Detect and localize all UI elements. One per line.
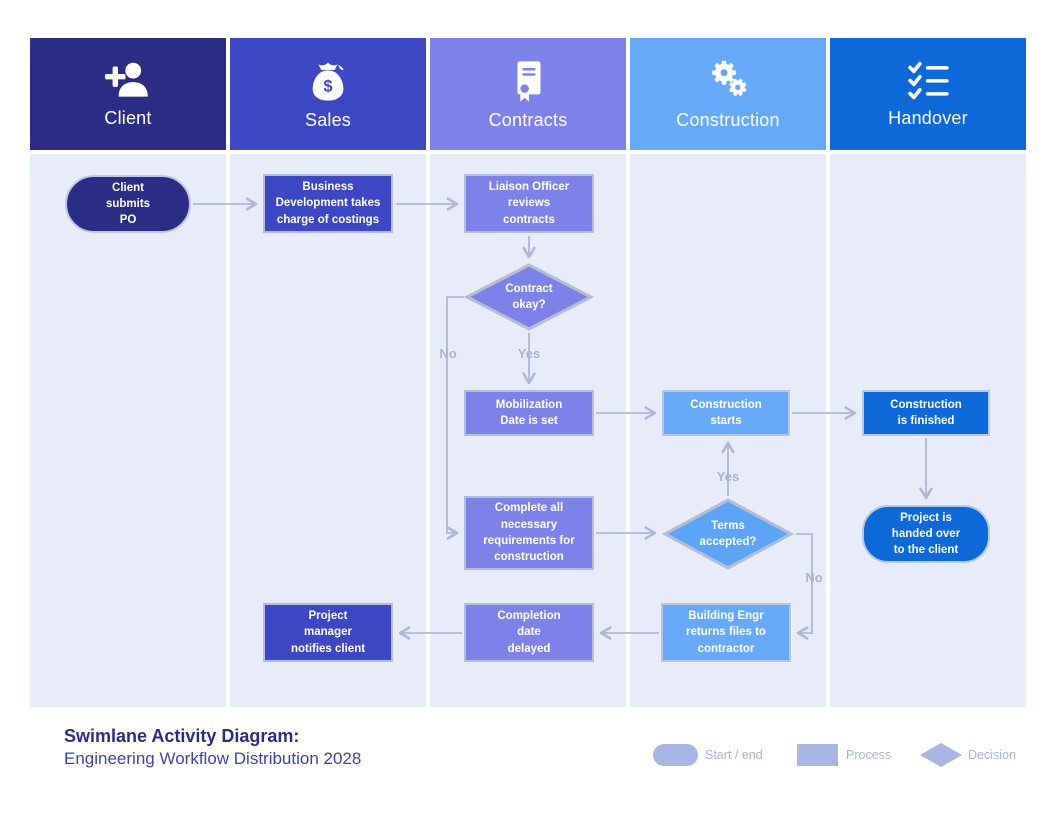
edge-label-terms-no: No <box>805 570 823 585</box>
node-label: Construction starts <box>690 398 762 427</box>
node-label: Liaison Officer reviews contracts <box>488 181 570 226</box>
node-label: Contract okay? <box>505 282 553 311</box>
node-label: Complete all necessary requirements for … <box>483 502 575 564</box>
gears-icon <box>703 57 753 103</box>
diagram-title: Swimlane Activity Diagram: <box>64 726 300 746</box>
legend-start-end-label: Start / end <box>705 748 763 762</box>
node-label: Terms accepted? <box>699 519 757 548</box>
lane-header-handover: Handover <box>830 38 1026 150</box>
lane-header-sales: $ Sales <box>230 38 426 150</box>
node-project-handed-over: Project is handed over to the client <box>862 505 990 563</box>
lane-header-construction: Construction <box>630 38 826 150</box>
money-bag-icon: $ <box>304 57 352 103</box>
lane-header-client: Client <box>30 38 226 150</box>
node-label: Project is handed over to the client <box>891 511 961 557</box>
node-completion-delayed: Completion date delayed <box>464 603 594 662</box>
checklist-icon <box>903 59 953 101</box>
node-building-engr-returns: Building Engr returns files to contracto… <box>661 603 791 662</box>
legend-decision-shape <box>920 743 962 767</box>
lane-body-client <box>30 154 226 707</box>
node-project-manager-notifies: Project manager notifies client <box>263 603 393 662</box>
node-label: Business Development takes charge of cos… <box>275 181 381 226</box>
diagram-subtitle: Engineering Workflow Distribution 2028 <box>64 749 362 768</box>
legend-process-label: Process <box>846 748 892 762</box>
legend-start-end-shape <box>653 744 698 766</box>
certificate-icon <box>504 57 552 103</box>
lane-title-sales: Sales <box>304 110 352 130</box>
node-client-submits-po: Client submits PO <box>65 175 191 233</box>
legend-decision-label: Decision <box>968 748 1016 762</box>
node-label: Mobilization Date is set <box>495 398 563 427</box>
node-complete-requirements: Complete all necessary requirements for … <box>464 496 594 570</box>
node-label: Project manager notifies client <box>290 610 366 655</box>
lane-handover: Handover <box>830 38 1026 707</box>
lane-title-handover: Handover <box>888 108 968 128</box>
node-construction-finished: Construction is finished <box>862 390 990 436</box>
edge-label-terms-yes: Yes <box>716 469 740 484</box>
node-terms-accepted-decision: Terms accepted? <box>662 498 794 570</box>
node-label: Completion date delayed <box>497 610 561 655</box>
lane-title-client: Client <box>104 108 152 128</box>
person-add-icon <box>103 59 153 101</box>
lane-title-contracts: Contracts <box>488 110 568 130</box>
dollar-glyph: $ <box>323 78 332 96</box>
lane-title-construction: Construction <box>676 110 780 130</box>
node-label: Construction is finished <box>890 398 962 427</box>
node-construction-starts: Construction starts <box>662 390 790 436</box>
node-contract-okay-decision: Contract okay? <box>464 263 594 331</box>
node-label: Client submits PO <box>105 181 151 227</box>
legend-process-shape <box>797 744 838 766</box>
edge-label-contract-no: No <box>439 346 457 361</box>
node-liaison-officer: Liaison Officer reviews contracts <box>464 174 594 233</box>
edge-label-contract-yes: Yes <box>517 346 541 361</box>
node-label: Building Engr returns files to contracto… <box>686 610 766 655</box>
lane-client: Client <box>30 38 226 707</box>
lane-header-contracts: Contracts <box>430 38 626 150</box>
node-mobilization-date: Mobilization Date is set <box>464 390 594 436</box>
node-business-development: Business Development takes charge of cos… <box>263 174 393 233</box>
